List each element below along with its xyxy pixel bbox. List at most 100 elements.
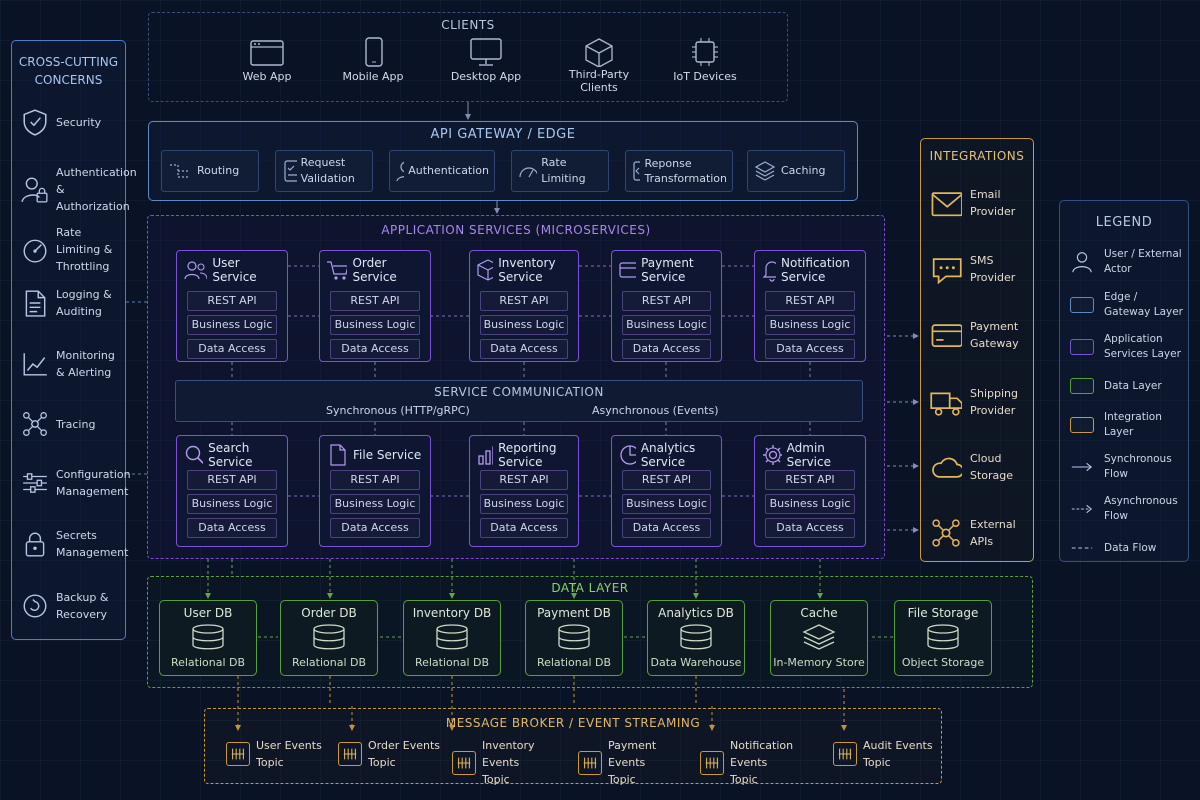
topic-sub: Topic — [482, 773, 510, 786]
integration-payment-gateway[interactable]: Payment Gateway — [930, 318, 1030, 352]
broker-title: MESSAGE BROKER / EVENT STREAMING — [445, 716, 701, 730]
network-icon — [932, 519, 960, 547]
gateway-response-transformation[interactable]: Reponse Transformation — [625, 150, 733, 192]
legend-item-3: Application Services Layer — [1068, 332, 1186, 362]
legend-label: Edge / Gateway Layer — [1104, 291, 1183, 318]
legend-swatch — [1070, 339, 1094, 355]
topic-name: Audit Events — [863, 739, 933, 752]
service-search[interactable]: Search Service REST API Business Logic D… — [176, 435, 288, 547]
crosscut-monitoring-alerting[interactable]: Monitoring & Alerting — [20, 347, 124, 381]
integration-external-apis[interactable]: External APIs — [930, 516, 1030, 550]
client-label: Third-Party Clients — [568, 68, 630, 94]
crosscut-secrets-management[interactable]: Secrets Management — [20, 527, 128, 561]
crosscut-authentication-authorization[interactable]: Authentication & Authorization — [20, 164, 137, 215]
legend-label: Synchronous Flow — [1104, 453, 1172, 480]
service-analytics[interactable]: Analytics Service REST API Business Logi… — [611, 435, 722, 547]
legend-label: Data Flow — [1104, 541, 1157, 554]
legend-label: User / External Actor — [1104, 248, 1182, 275]
client-mobile-app[interactable]: Mobile App — [325, 37, 421, 83]
service-inventory[interactable]: Inventory Service REST API Business Logi… — [469, 250, 579, 362]
integrations-panel: INTEGRATIONS — [920, 138, 1034, 562]
crosscut-tracing[interactable]: Tracing — [20, 410, 124, 438]
service-order[interactable]: Order Service REST API Business Logic Da… — [319, 250, 431, 362]
topic-sub: Topic — [730, 773, 758, 786]
communication-title: SERVICE COMMUNICATION — [434, 385, 604, 399]
topic-name: Notification Events — [730, 739, 794, 769]
crosscut-configuration-management[interactable]: Configuration Management — [20, 466, 131, 500]
truck-icon — [930, 392, 962, 416]
service-name: Analytics Service — [640, 441, 696, 469]
service-notification[interactable]: Notification Service REST API Business L… — [754, 250, 866, 362]
legend-label: Asynchronous Flow — [1104, 495, 1178, 522]
topic-icon — [833, 742, 857, 766]
integration-sms-provider[interactable]: SMS Provider — [930, 252, 1030, 286]
topic-icon — [452, 750, 476, 775]
database-type: In-Memory Store — [773, 656, 865, 669]
crosscut-label: Secrets Management — [56, 529, 129, 559]
gauge-icon — [519, 167, 538, 178]
crosscut-security[interactable]: Security — [20, 108, 124, 136]
database-user-db[interactable]: User DB Relational DB — [159, 600, 257, 676]
cube-icon — [585, 38, 613, 67]
crosscut-label: Logging & Auditing — [56, 288, 112, 318]
topic-name: User Events — [256, 739, 322, 752]
sync-label: Synchronous (HTTP/gRPC) — [326, 404, 470, 417]
layer-rest-api: REST API — [622, 291, 711, 311]
service-payment[interactable]: Payment Service REST API Business Logic … — [611, 250, 722, 362]
topic-icon — [226, 742, 250, 766]
layer-data-access: Data Access — [330, 339, 420, 359]
service-admin[interactable]: Admin Service REST API Business Logic Da… — [754, 435, 866, 547]
crosscut-label: Monitoring & Alerting — [56, 349, 115, 379]
integration-shipping-provider[interactable]: Shipping Provider — [930, 385, 1030, 419]
integration-label: Payment Gateway — [970, 320, 1019, 350]
client-iot-devices[interactable]: IoT Devices — [657, 37, 753, 83]
client-desktop-app[interactable]: Desktop App — [438, 37, 534, 83]
crosscut-rate-limiting-throttling[interactable]: Rate Limiting & Throttling — [20, 224, 124, 275]
client-label: IoT Devices — [673, 70, 737, 83]
gateway-authentication[interactable]: Authentication — [389, 150, 495, 192]
crosscut-backup-recovery[interactable]: Backup & Recovery — [20, 589, 124, 623]
client-third-party[interactable]: Third-Party Clients — [549, 37, 649, 94]
service-user[interactable]: User Service REST API Business Logic Dat… — [176, 250, 288, 362]
topic-icon — [578, 750, 602, 775]
crosscut-title: CROSS-CUTTING CONCERNS — [18, 55, 119, 87]
integration-cloud-storage[interactable]: Cloud Storage — [930, 450, 1030, 484]
service-file[interactable]: File Service REST API Business Logic Dat… — [319, 435, 431, 547]
service-name: Notification Service — [781, 256, 850, 284]
lock-icon — [25, 532, 45, 557]
dotted-line-icon — [1071, 547, 1093, 549]
gateway-routing[interactable]: Routing — [161, 150, 259, 192]
client-web-app[interactable]: Web App — [219, 37, 315, 83]
service-name: Inventory Service — [498, 256, 556, 284]
crosscut-label: Tracing — [56, 417, 96, 431]
service-reporting[interactable]: Reporting Service REST API Business Logi… — [469, 435, 579, 547]
gateway-rate-limiting[interactable]: Rate Limiting — [511, 150, 609, 192]
gear-icon — [763, 445, 782, 465]
database-type: Relational DB — [170, 656, 246, 669]
integration-email-provider[interactable]: Email Provider — [930, 186, 1030, 220]
data-layer-title: DATA LAYER — [551, 581, 629, 595]
gateway-request-validation[interactable]: Request Validation — [275, 150, 373, 192]
layer-rest-api: REST API — [765, 470, 855, 490]
database-name: Order DB — [301, 606, 357, 620]
crosscut-logging-auditing[interactable]: Logging & Auditing — [20, 286, 124, 320]
gateway-caching[interactable]: Caching — [747, 150, 845, 192]
layer-business-logic: Business Logic — [187, 315, 277, 335]
pie-chart-icon — [620, 445, 636, 465]
sliders-icon — [23, 473, 47, 493]
checklist-icon — [284, 160, 297, 182]
layer-business-logic: Business Logic — [765, 315, 855, 335]
database-name: User DB — [183, 606, 233, 620]
